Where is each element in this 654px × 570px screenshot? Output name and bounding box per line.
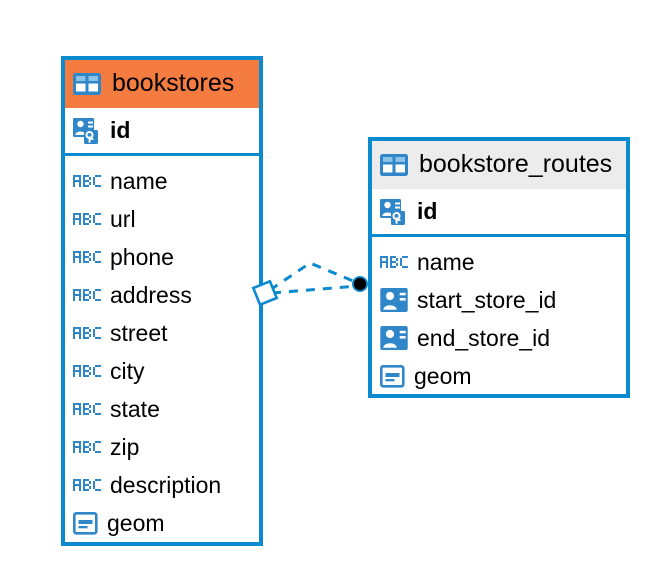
field-label: id	[417, 198, 438, 224]
relationship-target-endpoint	[352, 276, 368, 292]
field-label: url	[110, 205, 136, 232]
text-abc-icon	[73, 213, 101, 225]
table-icon	[380, 153, 408, 176]
entity-title: bookstores	[112, 69, 235, 97]
field-label: name	[110, 167, 168, 194]
relationship-line-lower	[271, 284, 359, 295]
field-row-geom[interactable]: geom	[65, 504, 259, 542]
field-label: zip	[110, 433, 140, 460]
field-label: geom	[107, 509, 165, 536]
field-label: end_store_id	[417, 324, 550, 351]
field-list: name start_store_id	[372, 237, 626, 399]
field-label: geom	[414, 362, 472, 389]
text-abc-icon	[73, 289, 101, 301]
entity-table-bookstore-routes[interactable]: bookstore_routes id	[368, 137, 630, 398]
geometry-icon	[73, 511, 98, 535]
field-row-address[interactable]: address	[65, 276, 259, 314]
foreign-key-icon	[380, 326, 408, 350]
field-row-state[interactable]: state	[65, 390, 259, 428]
field-row-primary-key[interactable]: id	[372, 189, 626, 237]
geometry-icon	[380, 364, 405, 388]
field-row-city[interactable]: city	[65, 352, 259, 390]
field-label: name	[417, 248, 475, 275]
field-row-description[interactable]: description	[65, 466, 259, 504]
field-label: description	[110, 471, 222, 498]
field-row-name[interactable]: name	[65, 162, 259, 200]
field-label: id	[110, 117, 131, 143]
field-row-zip[interactable]: zip	[65, 428, 259, 466]
primary-key-icon	[380, 198, 405, 225]
field-label: city	[110, 357, 145, 384]
text-abc-icon	[73, 403, 101, 415]
text-abc-icon	[73, 251, 101, 263]
field-row-phone[interactable]: phone	[65, 238, 259, 276]
entity-title: bookstore_routes	[419, 150, 613, 178]
field-row-geom[interactable]: geom	[372, 357, 626, 395]
foreign-key-icon	[380, 288, 408, 312]
field-row-start-store-id[interactable]: start_store_id	[372, 281, 626, 319]
text-abc-icon	[73, 441, 101, 453]
primary-key-icon	[73, 117, 98, 144]
field-row-end-store-id[interactable]: end_store_id	[372, 319, 626, 357]
field-list: name url	[65, 156, 259, 546]
field-label: start_store_id	[417, 286, 557, 313]
text-abc-icon	[73, 479, 101, 491]
field-row-primary-key[interactable]: id	[65, 108, 259, 156]
field-row-name[interactable]: name	[372, 243, 626, 281]
text-abc-icon	[73, 175, 101, 187]
relationship-line-upper	[269, 261, 359, 292]
table-icon	[73, 72, 101, 95]
field-label: address	[110, 281, 192, 308]
relationship-connector[interactable]	[250, 250, 380, 320]
field-label: state	[110, 395, 160, 422]
field-row-url[interactable]: url	[65, 200, 259, 238]
entity-header-bookstores[interactable]: bookstores	[65, 60, 259, 108]
field-row-street[interactable]: street	[65, 314, 259, 352]
field-label: phone	[110, 243, 174, 270]
text-abc-icon	[73, 365, 101, 377]
text-abc-icon	[380, 256, 408, 268]
field-label: street	[110, 319, 168, 346]
text-abc-icon	[73, 327, 101, 339]
entity-header-bookstore-routes[interactable]: bookstore_routes	[372, 141, 626, 189]
entity-table-bookstores[interactable]: bookstores id	[61, 56, 263, 546]
